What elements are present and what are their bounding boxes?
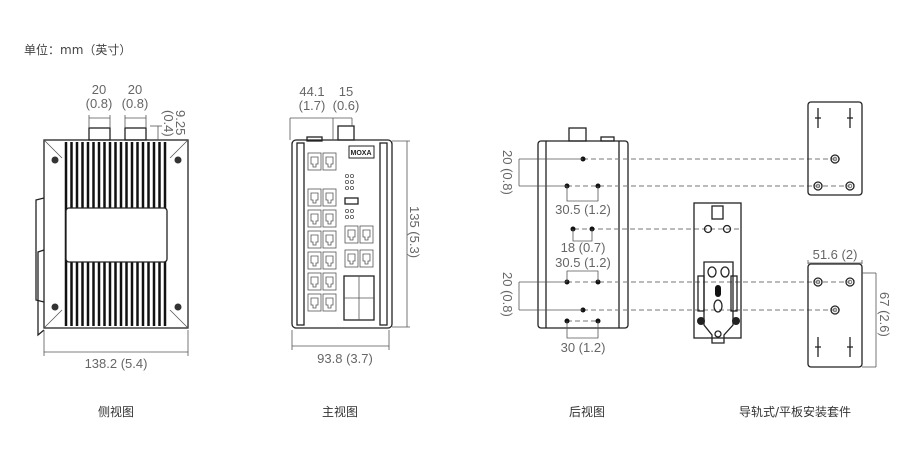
rj45-port [307, 272, 322, 291]
rj45-port [307, 188, 322, 207]
svg-text:44.1: 44.1 [299, 84, 324, 99]
screw-icon [51, 303, 59, 311]
svg-text:9.25: 9.25 [173, 110, 188, 135]
led [344, 208, 349, 213]
plate-hole [845, 181, 855, 191]
led [344, 173, 349, 178]
mount-kit: 51.6 (2) 67 (2.6) 导轨式/平板安装套件 [693, 101, 892, 419]
terminal-block [88, 127, 111, 141]
screw-icon [51, 156, 59, 164]
led [349, 185, 354, 190]
keyhole-slot [815, 337, 821, 357]
rj45-port [322, 152, 337, 171]
svg-text:(0.6): (0.6) [333, 98, 360, 113]
svg-text:(0.8): (0.8) [86, 96, 113, 111]
front-view: MOXA 44.1 (1.7) 15 (0.6) 135 (5.3) 93.8 … [289, 84, 422, 419]
rj45-port [307, 209, 322, 228]
din-rail-bracket [693, 202, 742, 339]
caption-rear-view: 后视图 [569, 404, 605, 419]
caption-mount-kit: 导轨式/平板安装套件 [739, 404, 851, 419]
rj45-port [307, 293, 322, 312]
rj45-port [359, 249, 374, 268]
svg-text:18 (0.7): 18 (0.7) [561, 240, 606, 255]
svg-text:20: 20 [128, 82, 142, 97]
svg-text:67 (2.6): 67 (2.6) [877, 292, 892, 337]
svg-text:MOXA: MOXA [351, 150, 372, 157]
rear-body [537, 140, 629, 329]
rj45-port [359, 225, 374, 244]
din-clip [35, 197, 45, 303]
rj45-port [322, 293, 337, 312]
keyhole-slot [847, 337, 853, 357]
rj45-port [307, 230, 322, 249]
rj45-port [322, 251, 337, 270]
svg-text:20 (0.8): 20 (0.8) [500, 272, 515, 317]
front-body [291, 139, 393, 329]
svg-text:30.5 (1.2): 30.5 (1.2) [555, 202, 611, 217]
led [349, 208, 354, 213]
plate-hole [813, 181, 823, 191]
plate-hole [845, 277, 855, 287]
rj45-port [307, 251, 322, 270]
plate-hole [830, 154, 840, 164]
svg-text:51.6 (2): 51.6 (2) [813, 247, 858, 262]
panel-plate-bottom [807, 263, 863, 368]
rj45-port [307, 152, 322, 171]
led [349, 214, 354, 219]
rj45-port [344, 225, 359, 244]
usb-port [344, 197, 359, 205]
rj45-port [344, 249, 359, 268]
antenna-connector [337, 125, 355, 141]
side-body [43, 139, 189, 329]
plate-hole [830, 305, 840, 315]
keyhole-slot [847, 108, 853, 128]
terminal-block [124, 127, 147, 141]
svg-text:(1.7): (1.7) [299, 98, 326, 113]
led [349, 173, 354, 178]
led [344, 214, 349, 219]
rj45-port [322, 272, 337, 291]
led [349, 179, 354, 184]
svg-text:30 (1.2): 30 (1.2) [561, 340, 606, 355]
ethernet-ports [307, 152, 374, 312]
caption-front-view: 主视图 [322, 404, 358, 419]
rj45-port [322, 188, 337, 207]
svg-text:(0.4): (0.4) [161, 110, 176, 137]
screw-icon [174, 303, 182, 311]
caption-side-view: 侧视图 [98, 404, 134, 419]
side-view: 20 (0.8) 20 (0.8) 9.25 (0.4) 138.2 (5.4)… [35, 82, 189, 419]
svg-text:15: 15 [339, 84, 353, 99]
label-area [65, 207, 168, 263]
rear-view: 20 (0.8) 30.5 (1.2) 18 (0.7) 30.5 (1.2) … [500, 127, 850, 419]
unit-label: 单位：mm（英寸） [24, 42, 131, 57]
plate-hole [813, 277, 823, 287]
led [344, 179, 349, 184]
rj45-port [322, 230, 337, 249]
svg-text:20 (0.8): 20 (0.8) [500, 150, 515, 195]
dim-width: 93.8 (3.7) [317, 351, 373, 366]
svg-text:(0.8): (0.8) [122, 96, 149, 111]
dim-height: 135 (5.3) [407, 206, 422, 258]
keyhole-slot [815, 108, 821, 128]
status-leds [344, 173, 354, 219]
led [344, 185, 349, 190]
svg-text:20: 20 [92, 82, 106, 97]
dim-depth: 138.2 (5.4) [85, 356, 148, 371]
screw-icon [174, 156, 182, 164]
panel-plate-top [807, 101, 863, 196]
logo [348, 145, 375, 159]
rj45-port [322, 209, 337, 228]
svg-text:30.5 (1.2): 30.5 (1.2) [555, 255, 611, 270]
